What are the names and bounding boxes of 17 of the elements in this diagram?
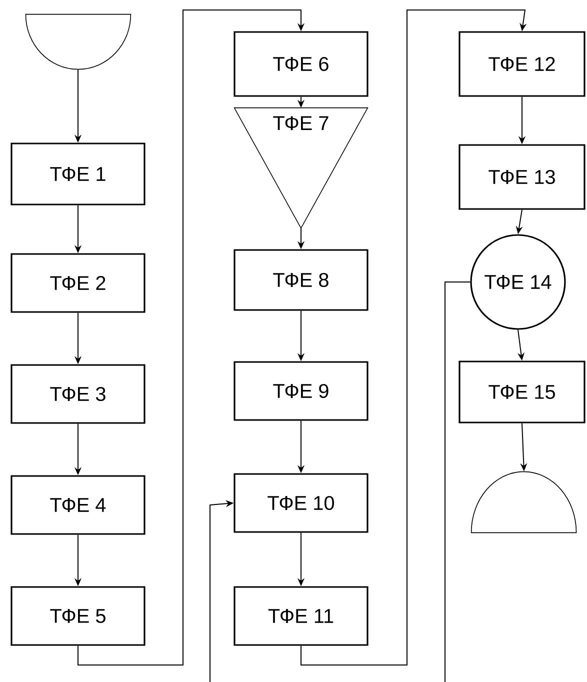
process-box: ТФЕ 8 [234, 249, 368, 311]
process-box: ТФЕ 3 [10, 364, 146, 424]
arrow [300, 10, 527, 666]
process-box: ТФЕ 10 [234, 473, 368, 533]
process-box: ТФЕ 15 [458, 360, 586, 424]
arrow [78, 10, 305, 666]
process-box: ТФЕ 12 [458, 31, 586, 97]
process-box: ТФЕ 11 [234, 586, 368, 646]
terminal-shape [24, 14, 132, 70]
process-box: ТФЕ 5 [10, 586, 146, 646]
process-box: ТФЕ 13 [458, 144, 586, 210]
process-box: ТФЕ 1 [10, 142, 146, 206]
process-box: ТФЕ 2 [10, 253, 146, 313]
terminal-shape [470, 471, 577, 534]
process-box: ТФЕ 6 [234, 31, 368, 97]
process-box: ТФЕ 9 [234, 361, 368, 421]
process-box: ТФЕ 4 [10, 475, 146, 535]
